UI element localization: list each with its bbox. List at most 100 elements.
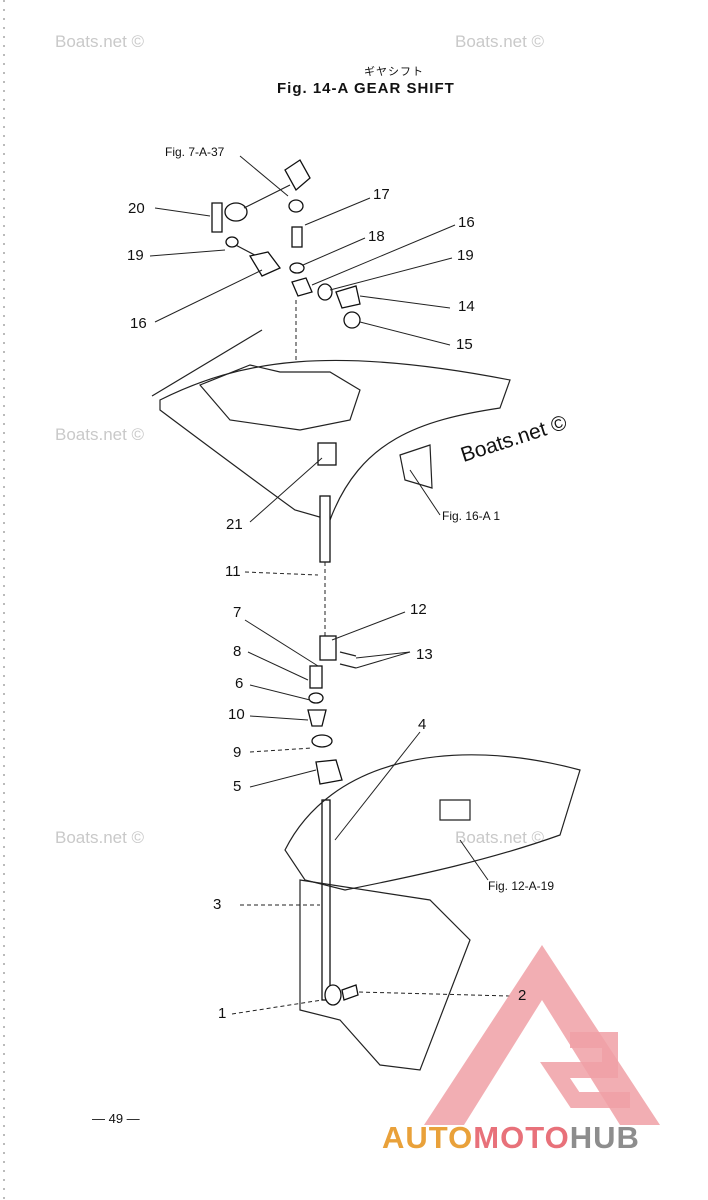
part-10-seal — [307, 709, 327, 727]
leader-16-left — [154, 269, 263, 323]
callout-19-left: 19 — [127, 247, 144, 264]
callout-19-right: 19 — [457, 247, 474, 264]
part-9-o-ring — [311, 734, 333, 748]
lower-unit-housing — [284, 754, 581, 1071]
watermark-top-left: Boats.net © — [55, 32, 145, 51]
leader-13-a — [355, 651, 411, 659]
part-19-bushing-left — [225, 236, 239, 248]
page-title: Fig. 14-A GEAR SHIFT — [277, 80, 455, 97]
callout-20: 20 — [128, 200, 145, 217]
ref-fig-16a1: Fig. 16-A 1 — [442, 509, 501, 523]
part-6-washer — [308, 692, 324, 704]
shift-linkage-assembly — [211, 159, 361, 362]
ref-fig-12a19: Fig. 12-A-19 — [488, 879, 555, 893]
part-20-eye — [224, 202, 248, 222]
leader-fig-7a37 — [239, 155, 289, 197]
watermark-lower-left: Boats.net © — [55, 828, 145, 847]
scan-edge-dots — [3, 0, 5, 1200]
callout-16-right: 16 — [458, 214, 475, 231]
part-3-shift-rod-lower — [321, 799, 331, 1001]
gear-case — [299, 879, 471, 1071]
part-21-grommet — [317, 442, 337, 466]
leader-13-b — [355, 651, 411, 669]
part-15-nut — [343, 311, 361, 329]
callout-1: 1 — [218, 1005, 227, 1022]
leader-5 — [249, 769, 317, 788]
callout-4: 4 — [418, 716, 427, 733]
lower-motor-cover — [151, 329, 511, 521]
leader-21 — [249, 457, 323, 523]
leader-fig-12a19 — [459, 839, 489, 881]
part-16-joint-right — [291, 277, 313, 297]
shift-lever-pivot — [288, 199, 304, 213]
leader-10 — [249, 715, 309, 721]
leader-6 — [249, 684, 311, 701]
shift-shaft-assembly — [307, 495, 359, 1006]
anti-ventilation-plate — [284, 754, 581, 891]
watermark-mid-left: Boats.net © — [55, 425, 145, 444]
leader-12 — [331, 611, 406, 641]
brand-moto: MOTO — [473, 1120, 570, 1155]
automotohub-brand: AUTOMOTOHUB — [382, 1120, 640, 1156]
brand-auto: AUTO — [382, 1120, 474, 1155]
part-20-bracket — [211, 202, 223, 233]
callout-21: 21 — [226, 516, 243, 533]
leader-17 — [304, 197, 371, 226]
callout-17: 17 — [373, 186, 390, 203]
leader-16-right — [311, 224, 456, 286]
shift-lever-upper — [284, 159, 311, 192]
callout-3: 3 — [213, 896, 222, 913]
part-5-housing — [315, 759, 343, 785]
cover-outline — [159, 359, 511, 521]
part-16-joint-left — [248, 251, 282, 277]
callout-10: 10 — [228, 706, 245, 723]
leader-14 — [359, 295, 451, 309]
callout-2: 2 — [518, 987, 527, 1004]
callout-9: 9 — [233, 744, 242, 761]
part-8-pin — [309, 665, 323, 689]
leader-20 — [154, 207, 211, 217]
part-19-bushing-right — [317, 283, 333, 301]
callout-11: 11 — [225, 563, 241, 580]
part-18-washer — [289, 262, 305, 274]
page-number: — 49 — — [92, 1111, 140, 1126]
leader-lines — [149, 155, 511, 1015]
leader-19-right — [329, 257, 453, 291]
callout-14: 14 — [458, 298, 475, 315]
part-13-pins — [339, 651, 357, 669]
gear-case-detail — [439, 799, 471, 821]
leader-19-left — [149, 249, 226, 257]
callout-5: 5 — [233, 778, 242, 795]
part-17-bolt — [291, 226, 303, 248]
callout-18: 18 — [368, 228, 385, 245]
leader-15 — [359, 321, 451, 346]
leader-9 — [249, 747, 313, 753]
watermark-top-right: Boats.net © — [455, 32, 545, 51]
automotohub-logo-icon — [424, 945, 660, 1125]
leader-2 — [357, 991, 511, 997]
brand-hub: HUB — [569, 1120, 640, 1155]
cover-side-bracket — [399, 444, 433, 489]
ref-fig-7a37: Fig. 7-A-37 — [165, 145, 225, 159]
callout-12: 12 — [410, 601, 427, 618]
leader-11 — [244, 571, 319, 576]
callout-6: 6 — [235, 675, 244, 692]
watermark-lower-right: Boats.net © — [455, 828, 545, 847]
cover-top-detail — [198, 364, 361, 431]
callout-16-left: 16 — [130, 315, 147, 332]
callout-13: 13 — [416, 646, 433, 663]
callout-15: 15 — [456, 336, 473, 353]
part-14-lever — [335, 285, 361, 309]
leader-4 — [334, 731, 421, 841]
leader-7 — [244, 619, 319, 667]
callout-8: 8 — [233, 643, 242, 660]
page-subtitle: ギヤシフト — [364, 66, 424, 78]
cover-edge-line — [151, 329, 263, 397]
callout-7: 7 — [233, 604, 242, 621]
part-2-pin — [341, 984, 359, 1001]
leader-18 — [302, 237, 366, 266]
part-11-shift-rod — [319, 495, 331, 563]
leader-fig-16a1 — [409, 469, 441, 516]
part-1-shift-cam — [324, 984, 342, 1006]
